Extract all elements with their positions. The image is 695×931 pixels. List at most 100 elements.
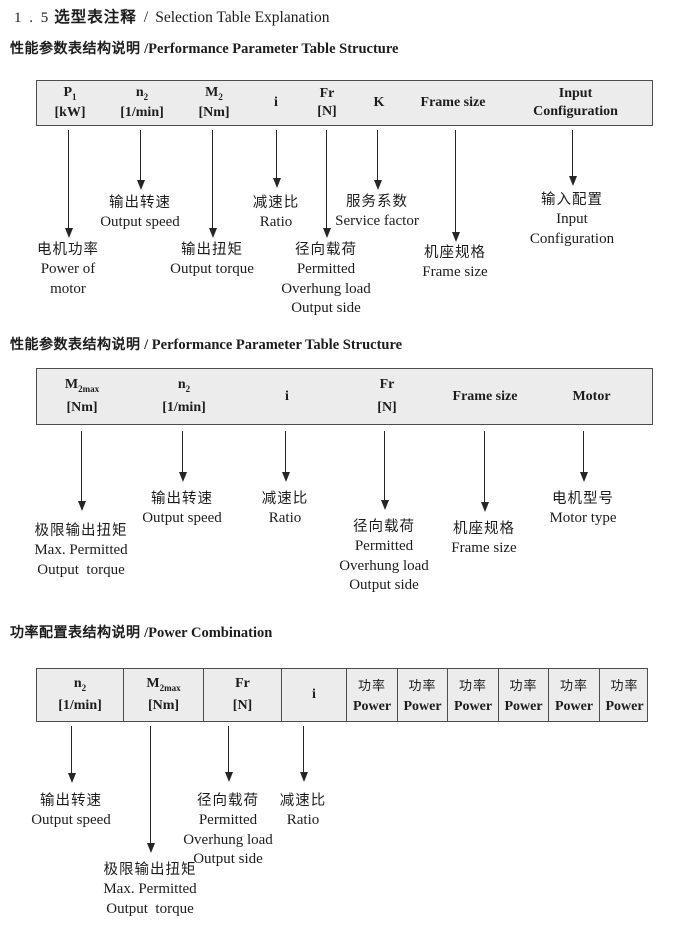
arrow-shaft <box>68 130 69 229</box>
callout-line: 输入配置 <box>541 192 603 208</box>
column-symbol: i <box>274 95 278 110</box>
table-column: n2[1/min] <box>37 669 123 721</box>
arrow-shaft <box>455 130 456 233</box>
arrow-down-icon <box>272 178 281 188</box>
callout-label: 电机型号 Motor type <box>549 489 616 529</box>
table-column: Motor <box>529 369 654 424</box>
column-unit: [1/min] <box>120 104 164 120</box>
column-subscript: 2max <box>159 682 181 693</box>
column-symbol: 功率 <box>458 678 487 694</box>
column-symbol: 功率 <box>357 678 386 694</box>
callout-line: Input <box>556 211 588 227</box>
callout-line: Output torque <box>106 900 194 917</box>
callout-line: Motor type <box>549 510 617 526</box>
callout-label: 减速比 Ratio <box>280 791 327 831</box>
callout-line: Output speed <box>31 812 111 828</box>
column-unit: Power <box>504 698 543 714</box>
callout-line: 输出转速 <box>39 793 102 809</box>
arrow-down-icon <box>146 843 155 853</box>
table-column: M2[Nm] <box>181 81 247 125</box>
column-unit: [N] <box>317 104 337 120</box>
column-symbol: Fr <box>379 377 395 393</box>
callout-line: 极限输出扭矩 <box>34 523 128 539</box>
arrow-down-icon <box>451 232 460 242</box>
callout-line: Frame size <box>422 264 488 280</box>
section-heading-zh: 性能参数表结构说明 <box>10 336 141 352</box>
arrow-shaft <box>583 431 584 473</box>
arrow-down-icon <box>322 228 331 238</box>
column-symbol: n2 <box>135 85 149 103</box>
callout-line: 电机型号 <box>551 491 614 507</box>
column-unit: [1/min] <box>162 399 206 415</box>
callout-line: 减速比 <box>279 793 327 809</box>
arrow-down-icon <box>67 773 76 783</box>
column-subscript: 1 <box>72 92 77 103</box>
column-unit: Power <box>403 698 442 714</box>
arrow-down-icon <box>373 180 382 190</box>
table-column: P1[kW] <box>37 81 103 125</box>
section-heading: 性能参数表结构说明 / Performance Parameter Table … <box>10 334 402 354</box>
arrow-shaft <box>228 726 229 773</box>
arrow-down-icon <box>136 180 145 190</box>
callout-line: Ratio <box>286 812 320 828</box>
arrow-shaft <box>276 130 277 179</box>
arrow-down-icon <box>299 772 308 782</box>
section-number: 1 . 5 <box>14 10 51 26</box>
callout-line: Output torque <box>37 561 125 578</box>
column-symbol: 功率 <box>559 678 588 694</box>
title-separator-slash: / <box>143 9 149 26</box>
column-symbol: Fr <box>235 676 250 692</box>
section-heading-zh: 功率配置表结构说明 <box>10 624 141 640</box>
table-column: Fr [N] <box>305 81 349 125</box>
arrow-down-icon <box>178 472 187 482</box>
page-title-zh: 选型表注释 <box>54 9 137 26</box>
arrow-shaft <box>384 431 385 501</box>
callout-line: 减速比 <box>252 195 300 211</box>
arrow-shaft <box>212 130 213 229</box>
column-unit: [N] <box>377 399 397 415</box>
column-unit: [Nm] <box>147 697 180 713</box>
arrow-down-icon <box>224 772 233 782</box>
column-subscript: 2 <box>81 682 87 693</box>
callout-line: Output torque <box>170 261 254 277</box>
callout-line: Frame size <box>451 540 517 556</box>
arrow-down-icon <box>64 228 73 238</box>
column-symbol: M2max <box>64 377 100 394</box>
table-column: Fr [N] <box>333 369 441 424</box>
callout-line: 服务系数 <box>345 194 408 210</box>
arrow-down-icon <box>568 176 577 186</box>
callout-line: 径向载荷 <box>295 242 357 258</box>
arrow-shaft <box>572 130 573 177</box>
arrow-shaft <box>81 431 82 502</box>
table-column: Fr[N] <box>203 669 281 721</box>
column-symbol: Fr <box>319 85 335 101</box>
callout-line: Overhung load <box>281 280 371 297</box>
arrow-down-icon <box>281 472 290 482</box>
column-symbol: M2 <box>205 85 223 103</box>
callout-line: Configuration <box>529 230 615 247</box>
column-unit: [Nm] <box>66 399 98 415</box>
table-column: Frame size <box>441 369 529 424</box>
column-symbol: K <box>373 95 385 110</box>
arrow-down-icon <box>579 472 588 482</box>
column-symbol: n2 <box>73 676 87 693</box>
column-unit: Power <box>605 698 644 714</box>
column-symbol: i <box>312 687 316 702</box>
section-heading: 功率配置表结构说明 /Power Combination <box>10 622 272 642</box>
column-symbol: Motor <box>572 388 611 404</box>
